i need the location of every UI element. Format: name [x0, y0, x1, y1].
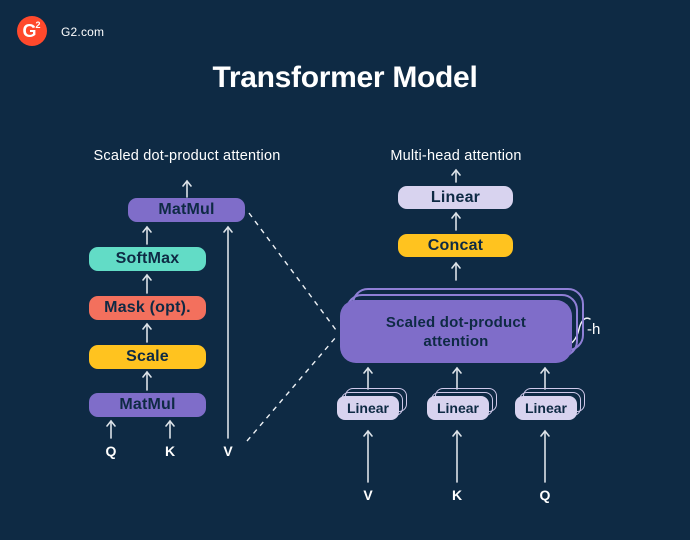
- dashed-expansion-lines: [246, 212, 337, 442]
- matmul-box-top: MatMul: [128, 198, 245, 222]
- input-label-q-left: Q: [105, 443, 117, 459]
- linear-stack3-box: Linear: [515, 396, 577, 420]
- left-diagram-heading: Scaled dot-product attention: [93, 148, 281, 164]
- brand-text: G2.com: [61, 25, 105, 39]
- g2-logo-superscript: 2: [35, 19, 41, 30]
- input-label-v-left: V: [223, 443, 233, 459]
- left-flow-arrows: [106, 179, 233, 439]
- scaled-dot-product-attention-box: Scaled dot-product attention: [340, 300, 572, 363]
- input-label-q-right: Q: [539, 487, 551, 503]
- attention-box-label-line1: Scaled dot-product: [385, 313, 527, 331]
- scale-box: Scale: [89, 345, 206, 369]
- linear-box-top: Linear: [398, 186, 513, 209]
- input-label-k-right: K: [451, 487, 463, 503]
- linear-stack1-box: Linear: [337, 396, 399, 420]
- input-label-v-right: V: [363, 487, 373, 503]
- input-label-k-left: K: [164, 443, 176, 459]
- right-diagram-heading: Multi-head attention: [390, 148, 522, 164]
- page-title: Transformer Model: [212, 61, 478, 94]
- softmax-box: SoftMax: [89, 247, 206, 271]
- linear-stack2-box: Linear: [427, 396, 489, 420]
- g2-logo: G 2: [17, 16, 47, 46]
- concat-box: Concat: [398, 234, 513, 257]
- g2-logo-letter: G: [22, 21, 37, 41]
- attention-box-label-line2: attention: [423, 332, 489, 350]
- matmul-box-bottom: MatMul: [89, 393, 206, 417]
- mask-box: Mask (opt).: [89, 296, 206, 320]
- head-count-label: -h: [587, 321, 601, 338]
- right-flow-arrows: [363, 168, 550, 483]
